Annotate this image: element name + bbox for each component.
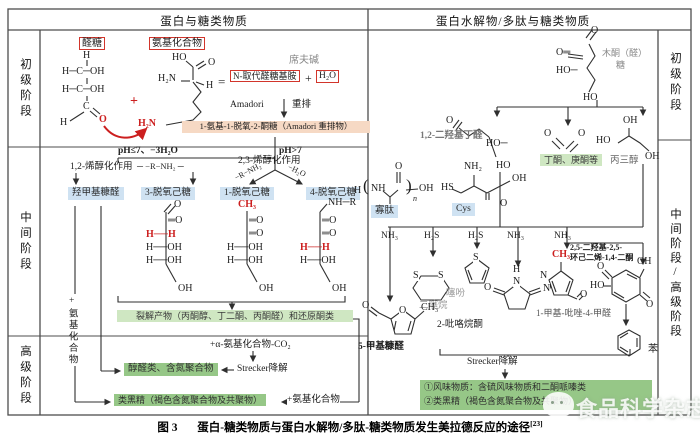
caption-text: 蛋白-糖类物质与蛋白水解物/多肽-糖类物质发生美拉德反应的途径 <box>197 422 531 434</box>
wechat-icon <box>543 392 574 417</box>
wechat-icon-eye <box>560 401 563 404</box>
stage-left-middle: 中间阶段 <box>19 211 31 273</box>
header-left: 蛋白与糖类物质 <box>160 16 248 28</box>
watermark-text: 食品科学杂志 <box>576 397 700 421</box>
figure-caption: 图 3 蛋白-糖类物质与蛋白水解物/多肽-糖类物质发生美拉德反应的途径[23] <box>0 419 700 435</box>
stage-right-primary: 初级阶段 <box>669 52 681 114</box>
stage-right-mid-advanced: 中间阶段/高级阶段 <box>669 208 681 339</box>
caption-reference: [23] <box>530 419 543 429</box>
stage-left-advanced: 高级阶段 <box>19 345 31 407</box>
caption-number: 图 3 <box>157 422 178 434</box>
wechat-icon-eye <box>551 401 554 404</box>
header-right: 蛋白水解物/多肽与糖类物质 <box>435 16 591 28</box>
stage-left-primary: 初级阶段 <box>19 58 31 120</box>
